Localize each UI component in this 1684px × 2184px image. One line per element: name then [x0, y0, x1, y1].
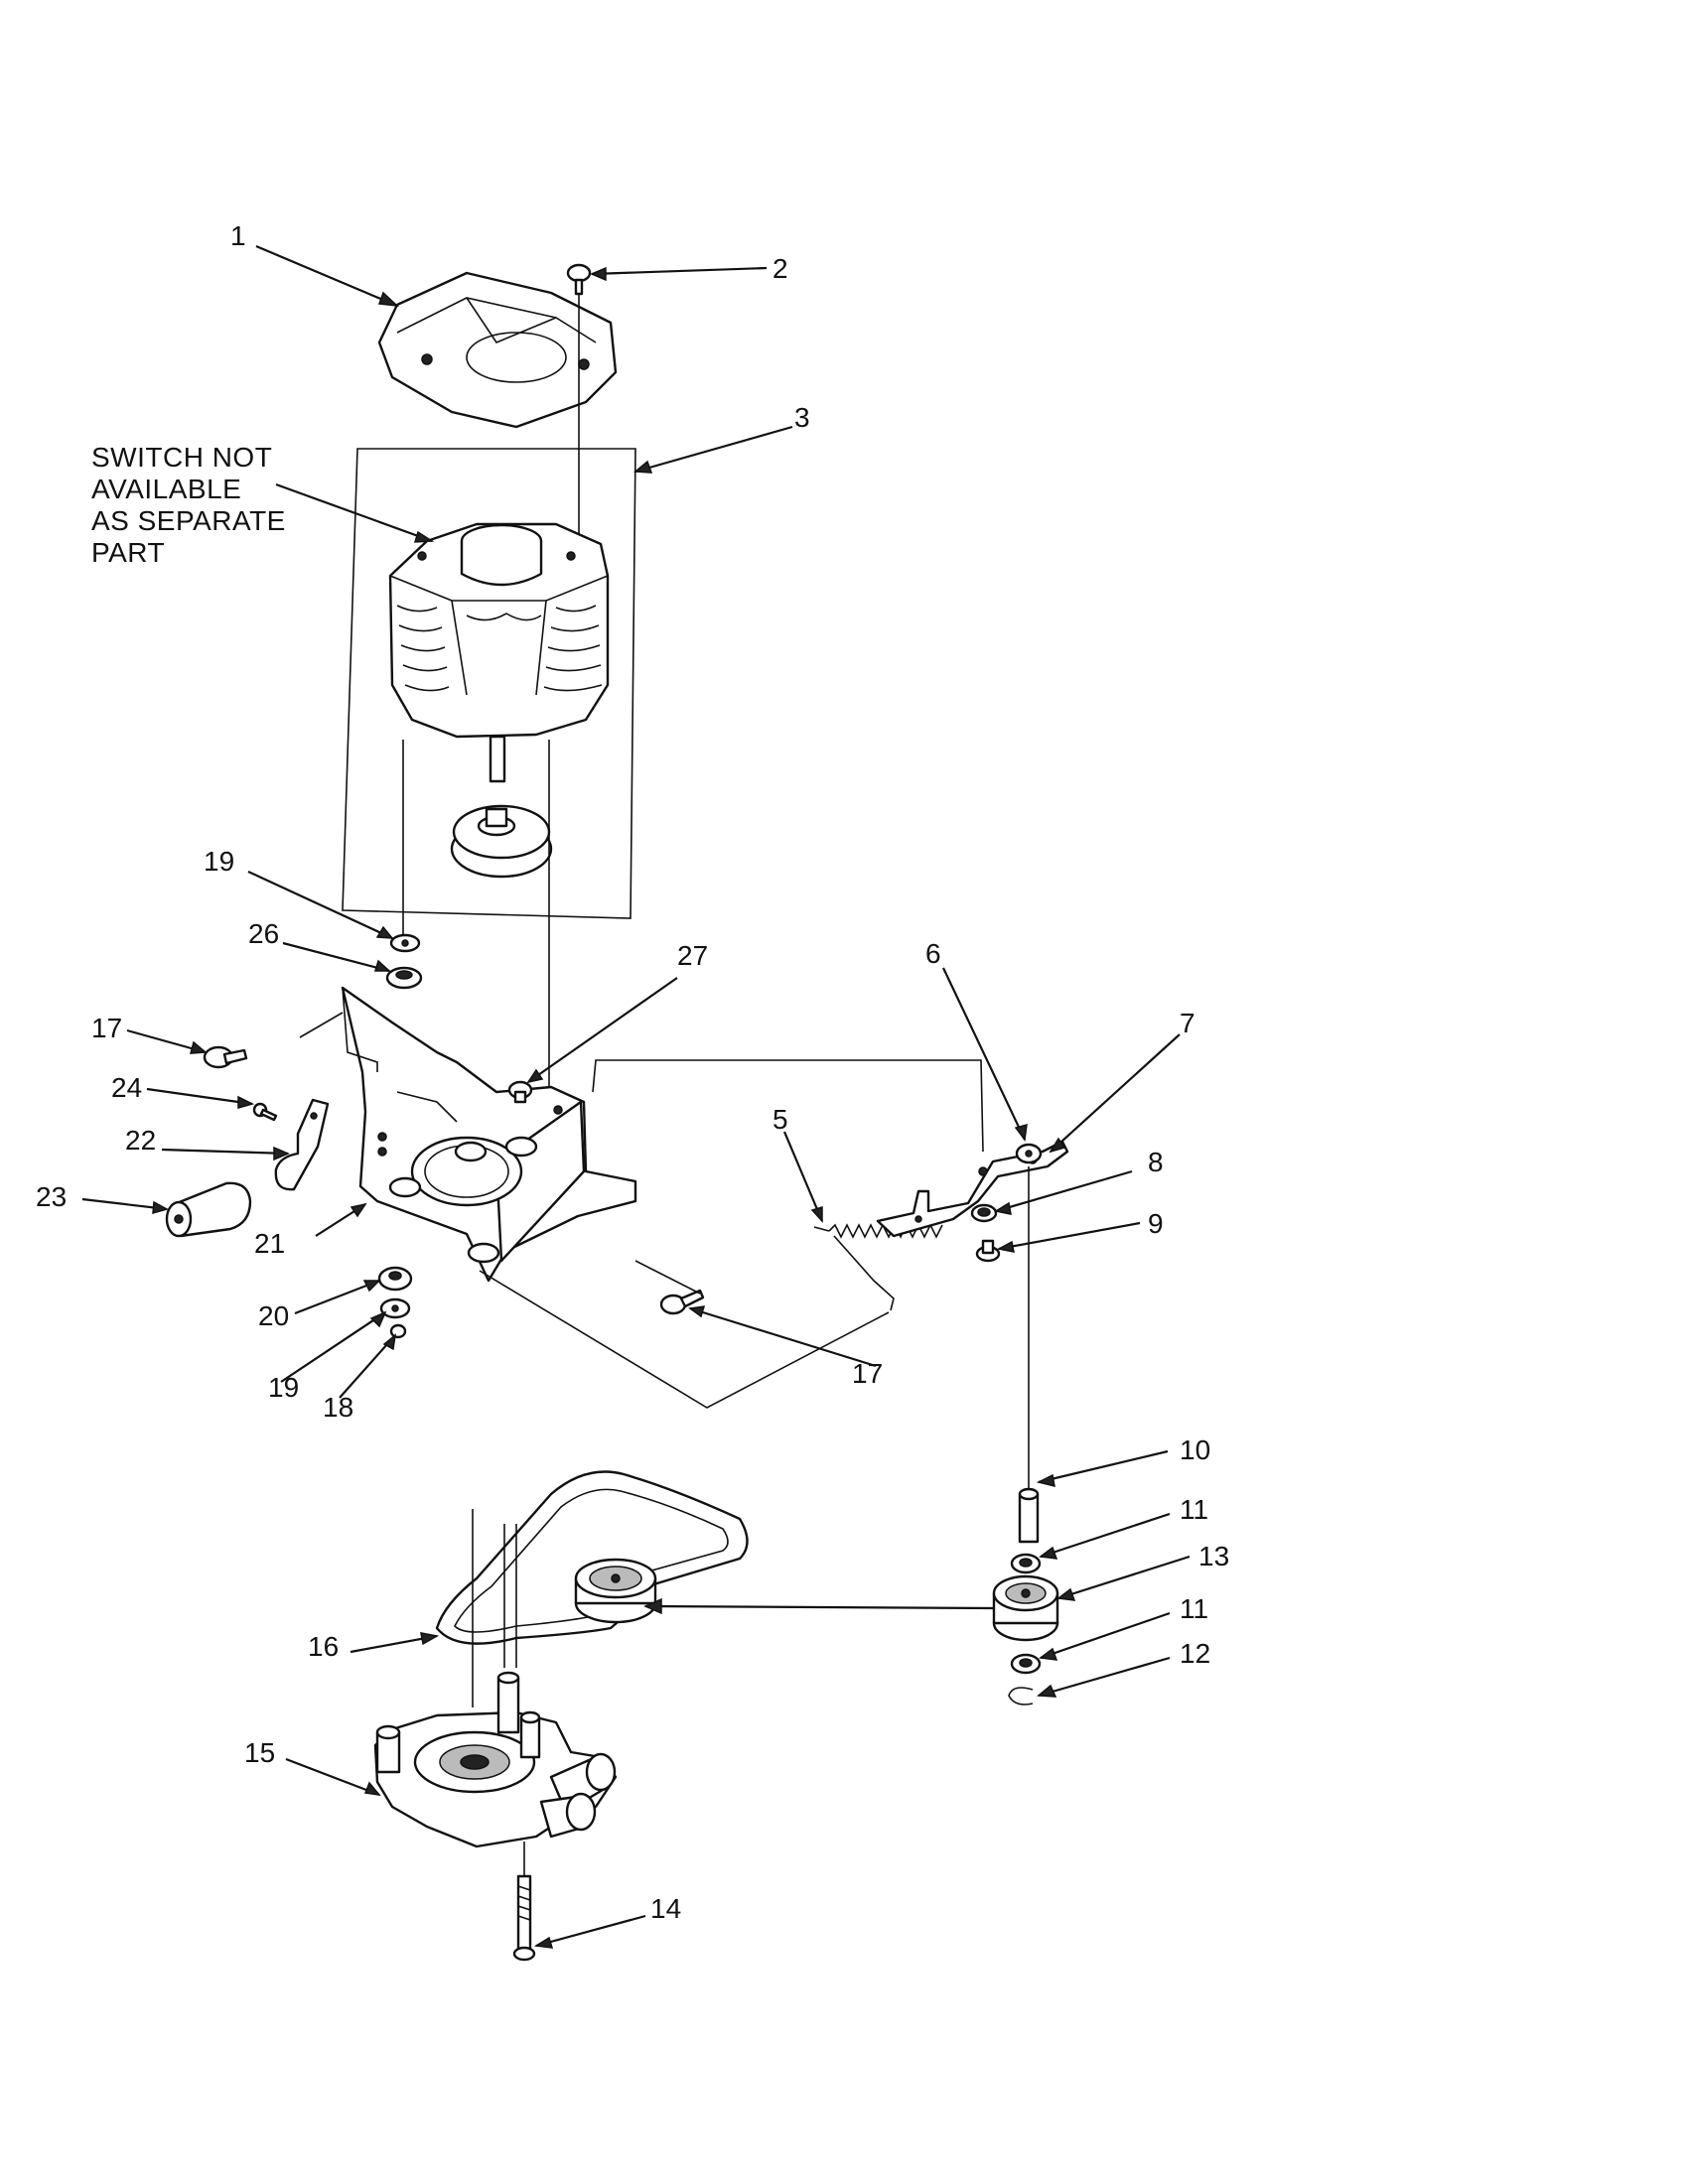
part-11-washer-bottom — [1010, 1653, 1042, 1675]
callout-26: 26 — [248, 918, 279, 949]
part-15-pump — [373, 1671, 618, 1848]
callout-1: 1 — [230, 220, 246, 251]
part-5-spring — [813, 1223, 943, 1311]
part-14-bolt — [512, 1874, 536, 1962]
callout-5: 5 — [772, 1104, 788, 1135]
callout-15: 15 — [244, 1737, 275, 1768]
callout-24: 24 — [111, 1072, 142, 1103]
callout-17-right: 17 — [852, 1358, 883, 1389]
part-9-shoulder-bolt — [975, 1239, 1001, 1263]
part-1-motor-cover — [377, 271, 618, 429]
part-22-capacitor-strap — [274, 1098, 330, 1191]
callout-9: 9 — [1148, 1208, 1164, 1239]
part-19-washer-top — [389, 933, 421, 953]
part-21-motor-bracket — [341, 986, 637, 1283]
part-16-drive-belt — [435, 1470, 749, 1645]
leader-lines — [81, 244, 1191, 1948]
callout-22: 22 — [125, 1125, 156, 1156]
part-18-nut — [389, 1323, 407, 1339]
part-17-bolt-left — [203, 1045, 248, 1069]
note-line-4: PART — [91, 537, 165, 568]
part-8-washer — [970, 1203, 998, 1223]
callout-13: 13 — [1198, 1541, 1229, 1571]
part-2-screw — [566, 263, 592, 296]
callout-12: 12 — [1180, 1638, 1210, 1669]
callout-2: 2 — [772, 253, 788, 284]
callout-16: 16 — [308, 1631, 339, 1662]
callout-7: 7 — [1180, 1008, 1195, 1038]
callout-3: 3 — [794, 402, 810, 433]
callout-20: 20 — [258, 1300, 289, 1331]
part-10-idler-shaft — [1018, 1487, 1040, 1544]
part-20-grommet — [377, 1266, 413, 1292]
callout-labels: 1 2 3 19 26 27 6 7 17 24 5 22 8 23 9 21 … — [36, 220, 1229, 1924]
callout-19-bottom: 19 — [268, 1372, 299, 1403]
part-11-washer-top — [1010, 1553, 1042, 1574]
callout-6: 6 — [925, 938, 941, 969]
part-17-bolt-right — [659, 1289, 705, 1315]
part-23-capacitor — [165, 1181, 252, 1238]
callout-23: 23 — [36, 1181, 67, 1212]
note-line-2: AVAILABLE — [91, 474, 241, 504]
callout-11-top: 11 — [1180, 1494, 1208, 1525]
arrowheads — [152, 266, 1076, 1949]
note-line-3: AS SEPARATE — [91, 505, 286, 536]
note-switch-not-available: SWITCH NOT AVAILABLE AS SEPARATE PART — [91, 442, 286, 568]
callout-8: 8 — [1148, 1147, 1164, 1177]
part-24-screw — [252, 1102, 278, 1122]
callout-21: 21 — [254, 1228, 285, 1259]
part-3-motor-assembly — [342, 448, 636, 919]
callout-18: 18 — [323, 1392, 353, 1423]
callout-17-left: 17 — [91, 1013, 122, 1043]
callout-14: 14 — [650, 1893, 681, 1924]
callout-11-bottom: 11 — [1180, 1593, 1208, 1624]
note-line-1: SWITCH NOT — [91, 442, 272, 473]
part-27-grommet — [507, 1080, 533, 1104]
callout-27: 27 — [677, 940, 708, 971]
part-6-nut — [1015, 1143, 1043, 1164]
part-13-idler-pulley — [992, 1574, 1059, 1642]
callout-19-top: 19 — [204, 846, 234, 877]
part-12-retaining-clip — [1008, 1687, 1034, 1706]
part-26-grommet — [385, 966, 423, 990]
part-19-washer-bottom — [379, 1297, 411, 1319]
callout-10: 10 — [1180, 1434, 1210, 1465]
